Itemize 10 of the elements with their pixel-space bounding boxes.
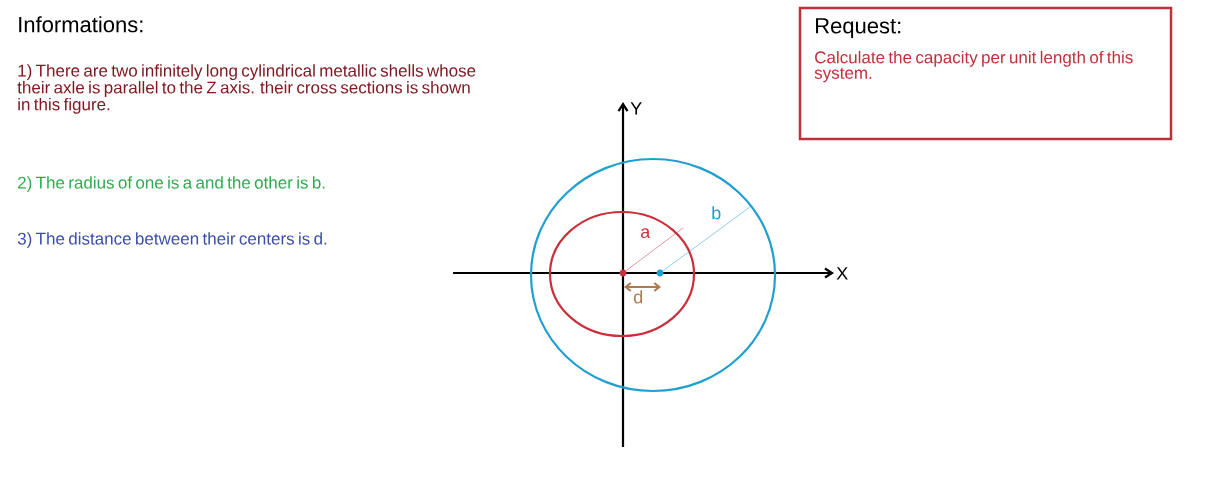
- dimension-label: d: [633, 290, 643, 304]
- radius-label: b: [712, 206, 721, 220]
- axis-label: Y: [630, 102, 642, 115]
- info-text: 1) There are two infinitely long cylindrical metallic shells whose their axle is parallel to the Z axis. their cross sections is shown in this figure.: [17, 64, 476, 114]
- axis-label: X: [836, 267, 848, 280]
- heading: Informations:: [19, 16, 143, 33]
- request-box: Request: Calculate the capacity per unit length of this system.: [798, 6, 1173, 141]
- radius-label: a: [640, 228, 651, 239]
- info-text: 2) The radius of one is a and the other is b.: [18, 176, 325, 193]
- info-text: 3) The distance between their centers is d.: [17, 232, 327, 249]
